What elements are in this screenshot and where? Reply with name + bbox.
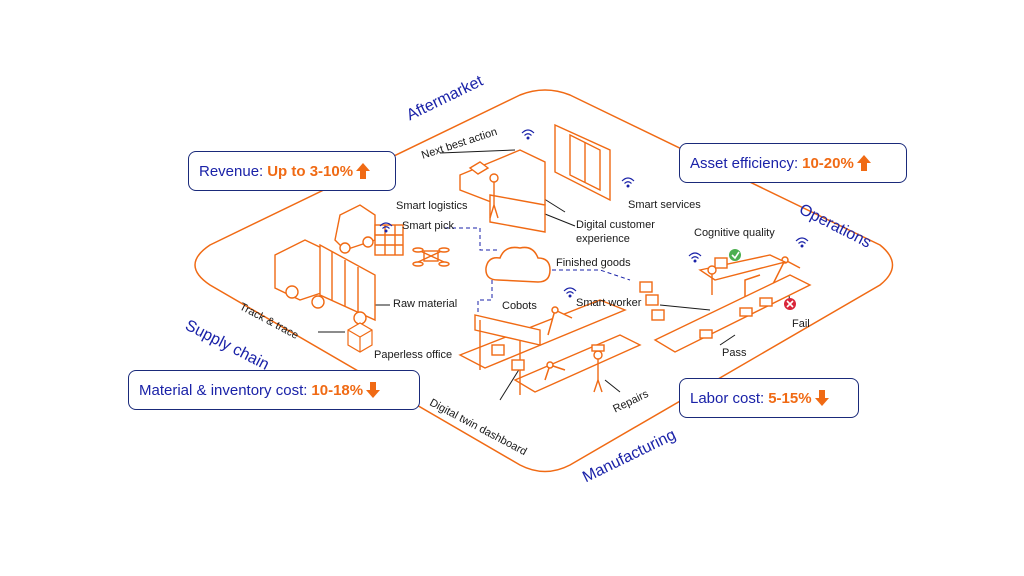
labor-cost-label: Labor cost: xyxy=(690,389,765,407)
label-digital-customer-experience-1: Digital customer xyxy=(576,219,655,231)
material-cost-value: 10-18% xyxy=(311,381,364,399)
zone-outline xyxy=(194,89,894,473)
labor-cost-value: 5-15% xyxy=(768,389,812,407)
label-smart-logistics: Smart logistics xyxy=(396,200,468,212)
service-counter xyxy=(459,149,546,233)
arrow-down-icon xyxy=(814,390,829,406)
cross-icon xyxy=(784,298,796,310)
label-raw-material: Raw material xyxy=(393,298,458,310)
arrow-up-icon xyxy=(856,155,871,171)
label-fail: Fail xyxy=(792,318,810,330)
forklift xyxy=(334,204,404,256)
drone xyxy=(412,247,450,267)
asset-efficiency-metric: Asset efficiency: 10-20% xyxy=(679,143,907,183)
asset-efficiency-value: 10-20% xyxy=(802,154,854,172)
arrow-down-icon xyxy=(366,382,381,398)
package-cube xyxy=(347,322,373,353)
label-cobots: Cobots xyxy=(502,300,537,312)
truck xyxy=(274,239,376,325)
asset-efficiency-label: Asset efficiency: xyxy=(690,154,799,172)
revenue-value: Up to 3-10% xyxy=(267,162,354,180)
label-finished-goods: Finished goods xyxy=(556,257,631,269)
material-cost-metric: Material & inventory cost: 10-18% xyxy=(128,370,420,410)
revenue-label: Revenue: xyxy=(199,162,264,180)
check-icon xyxy=(729,249,741,261)
material-cost-label: Material & inventory cost: xyxy=(139,381,308,399)
revenue-metric: Revenue: Up to 3-10% xyxy=(188,151,396,191)
quality-worker xyxy=(707,265,717,295)
label-digital-customer-experience-2: experience xyxy=(576,233,630,245)
wifi-icon xyxy=(379,129,809,298)
repair-worker xyxy=(591,344,605,393)
label-smart-services: Smart services xyxy=(628,199,701,211)
labor-cost-metric: Labor cost: 5-15% xyxy=(679,378,859,418)
dashed-links xyxy=(445,227,631,318)
person-icon xyxy=(489,173,499,219)
label-paperless-office: Paperless office xyxy=(374,349,453,361)
arrow-up-icon xyxy=(356,163,371,179)
assembly-line-right xyxy=(639,254,812,353)
label-cognitive-quality: Cognitive quality xyxy=(694,227,775,239)
storefront xyxy=(554,123,611,202)
label-pass: Pass xyxy=(722,347,747,359)
label-smart-pick: Smart pick xyxy=(402,220,454,232)
cloud-icon xyxy=(485,246,551,283)
label-smart-worker: Smart worker xyxy=(576,297,642,309)
assembly-line-left xyxy=(458,299,642,395)
